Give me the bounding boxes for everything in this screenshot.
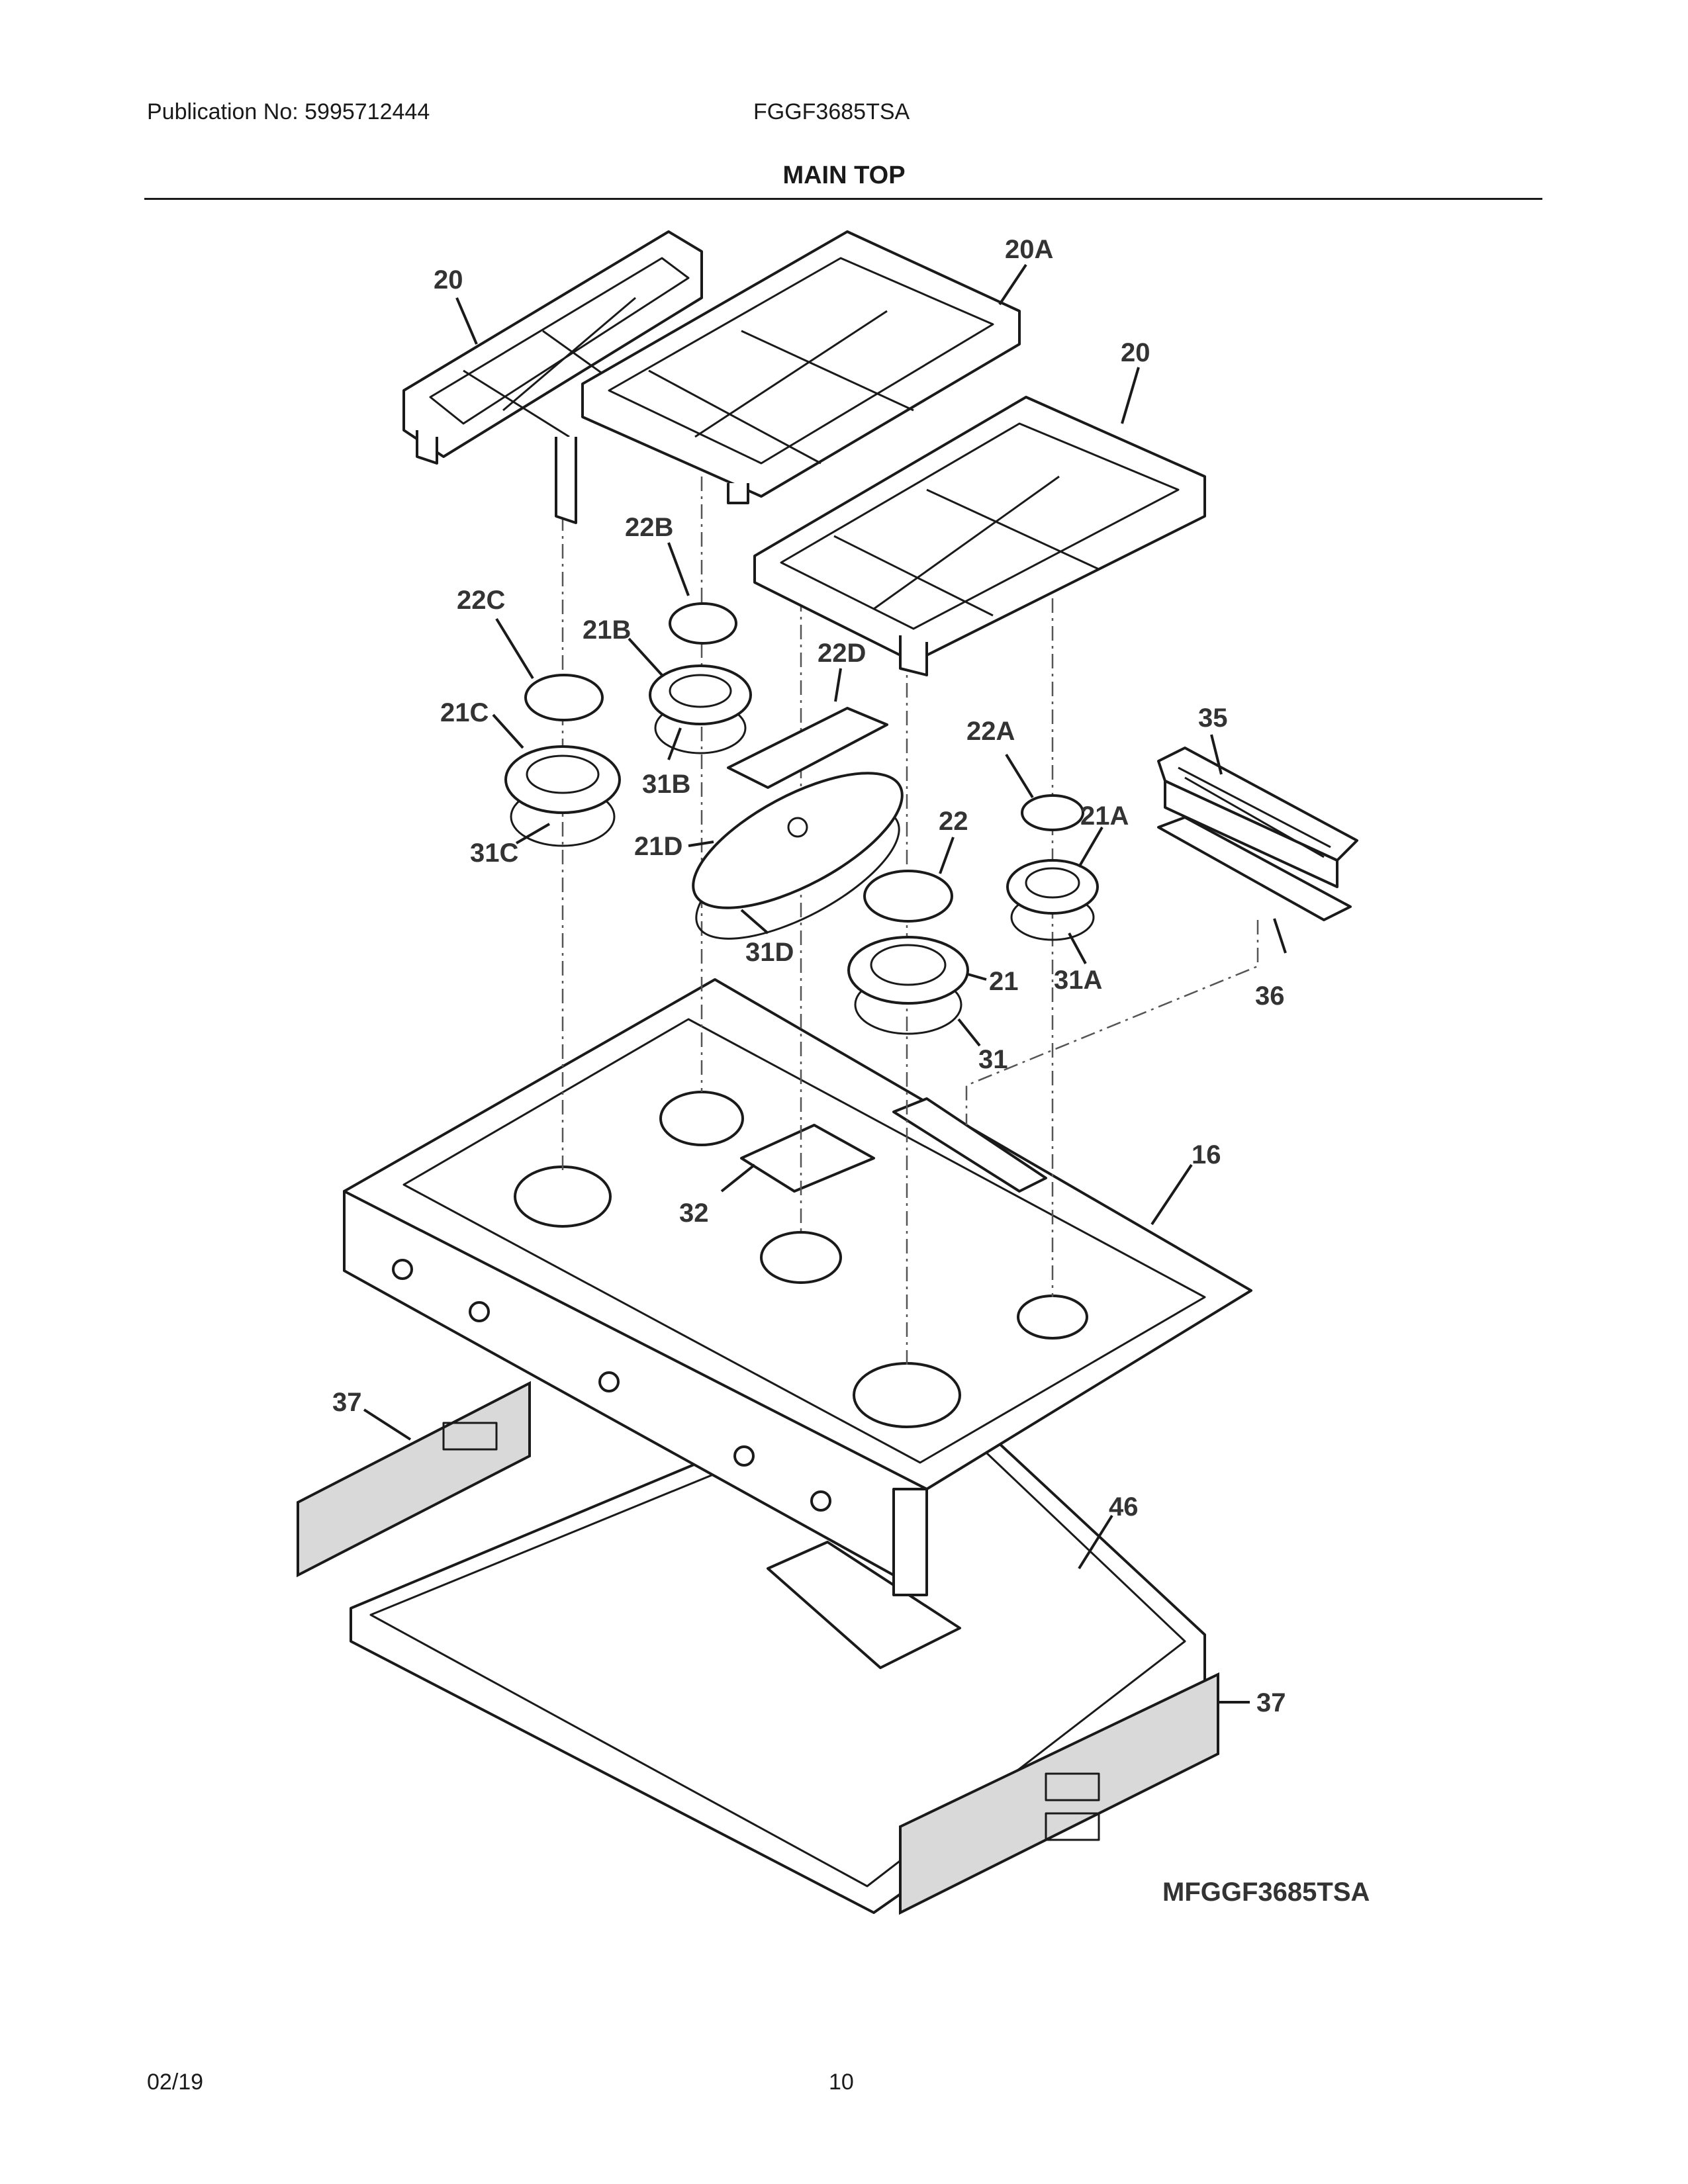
grate-left	[402, 230, 703, 524]
burner-hole-right-front	[853, 1362, 961, 1428]
callout-21b: 21B	[583, 615, 631, 645]
callout-22c: 22C	[457, 586, 505, 615]
vent-trim	[1157, 747, 1358, 921]
callout-36: 36	[1255, 981, 1285, 1011]
callout-21a: 21A	[1080, 801, 1129, 831]
burner-cap-22	[863, 870, 953, 923]
bottom-pan	[297, 1369, 1219, 1915]
burner-hole-right-rear	[1017, 1295, 1088, 1340]
callout-37-right: 37	[1256, 1688, 1286, 1717]
burner-hole-left-front	[514, 1165, 612, 1228]
model-number: FGGF3685TSA	[753, 99, 910, 124]
burner-hole-left-rear	[659, 1091, 744, 1146]
grate-center	[581, 230, 1021, 504]
vent-gasket-36	[1157, 816, 1352, 921]
callout-32: 32	[679, 1199, 709, 1228]
header-rule	[144, 198, 1542, 200]
burner-parts	[504, 602, 1099, 1035]
callout-31d: 31D	[745, 938, 794, 967]
burner-head-21d	[692, 772, 904, 909]
page-number: 10	[829, 2070, 854, 2095]
callout-31: 31	[978, 1045, 1008, 1074]
callout-22b: 22B	[625, 513, 673, 542]
callout-22a: 22A	[966, 717, 1015, 746]
callout-37-left: 37	[332, 1388, 362, 1417]
callout-35: 35	[1198, 704, 1228, 733]
grate-right	[753, 396, 1206, 676]
section-title: MAIN TOP	[782, 161, 906, 189]
callout-20-left: 20	[434, 265, 463, 295]
main-top	[343, 978, 1252, 1596]
vent-slot	[892, 1097, 1047, 1193]
callout-21: 21	[989, 967, 1019, 996]
callout-20-right: 20	[1121, 338, 1150, 367]
burner-head-21a	[1006, 859, 1099, 915]
alignment-lines	[561, 477, 1259, 1370]
callout-16: 16	[1192, 1140, 1221, 1169]
callout-31b: 31B	[642, 770, 690, 799]
leader-lines	[363, 263, 1287, 1704]
burner-hole-center	[760, 1231, 842, 1284]
footer-date: 02/19	[147, 2070, 204, 2095]
burner-head-21b	[649, 664, 752, 725]
burner-head-21	[847, 936, 969, 1005]
callout-22: 22	[939, 807, 968, 836]
publication-number: Publication No: 5995712444	[147, 99, 430, 124]
callout-31a: 31A	[1054, 966, 1102, 995]
griddle-cap-22d	[727, 707, 888, 789]
callout-31c: 31C	[470, 839, 518, 868]
burner-cap-22a	[1021, 794, 1084, 831]
diagram-code: MFGGF3685TSA	[1162, 1878, 1370, 1907]
callout-22d: 22D	[818, 639, 866, 668]
side-trim-panel-right	[899, 1672, 1219, 1915]
griddle-opening	[740, 1124, 875, 1193]
burner-cap-22c	[524, 674, 604, 721]
callout-labels: 20 20A 20 22B 22C 21B 22D 21C 35 22A 31B…	[332, 235, 1370, 1907]
callout-46: 46	[1109, 1492, 1139, 1522]
callout-21c: 21C	[440, 698, 489, 727]
callout-21d: 21D	[634, 832, 682, 861]
burner-cap-22b	[669, 602, 737, 645]
callout-20a: 20A	[1005, 235, 1053, 264]
